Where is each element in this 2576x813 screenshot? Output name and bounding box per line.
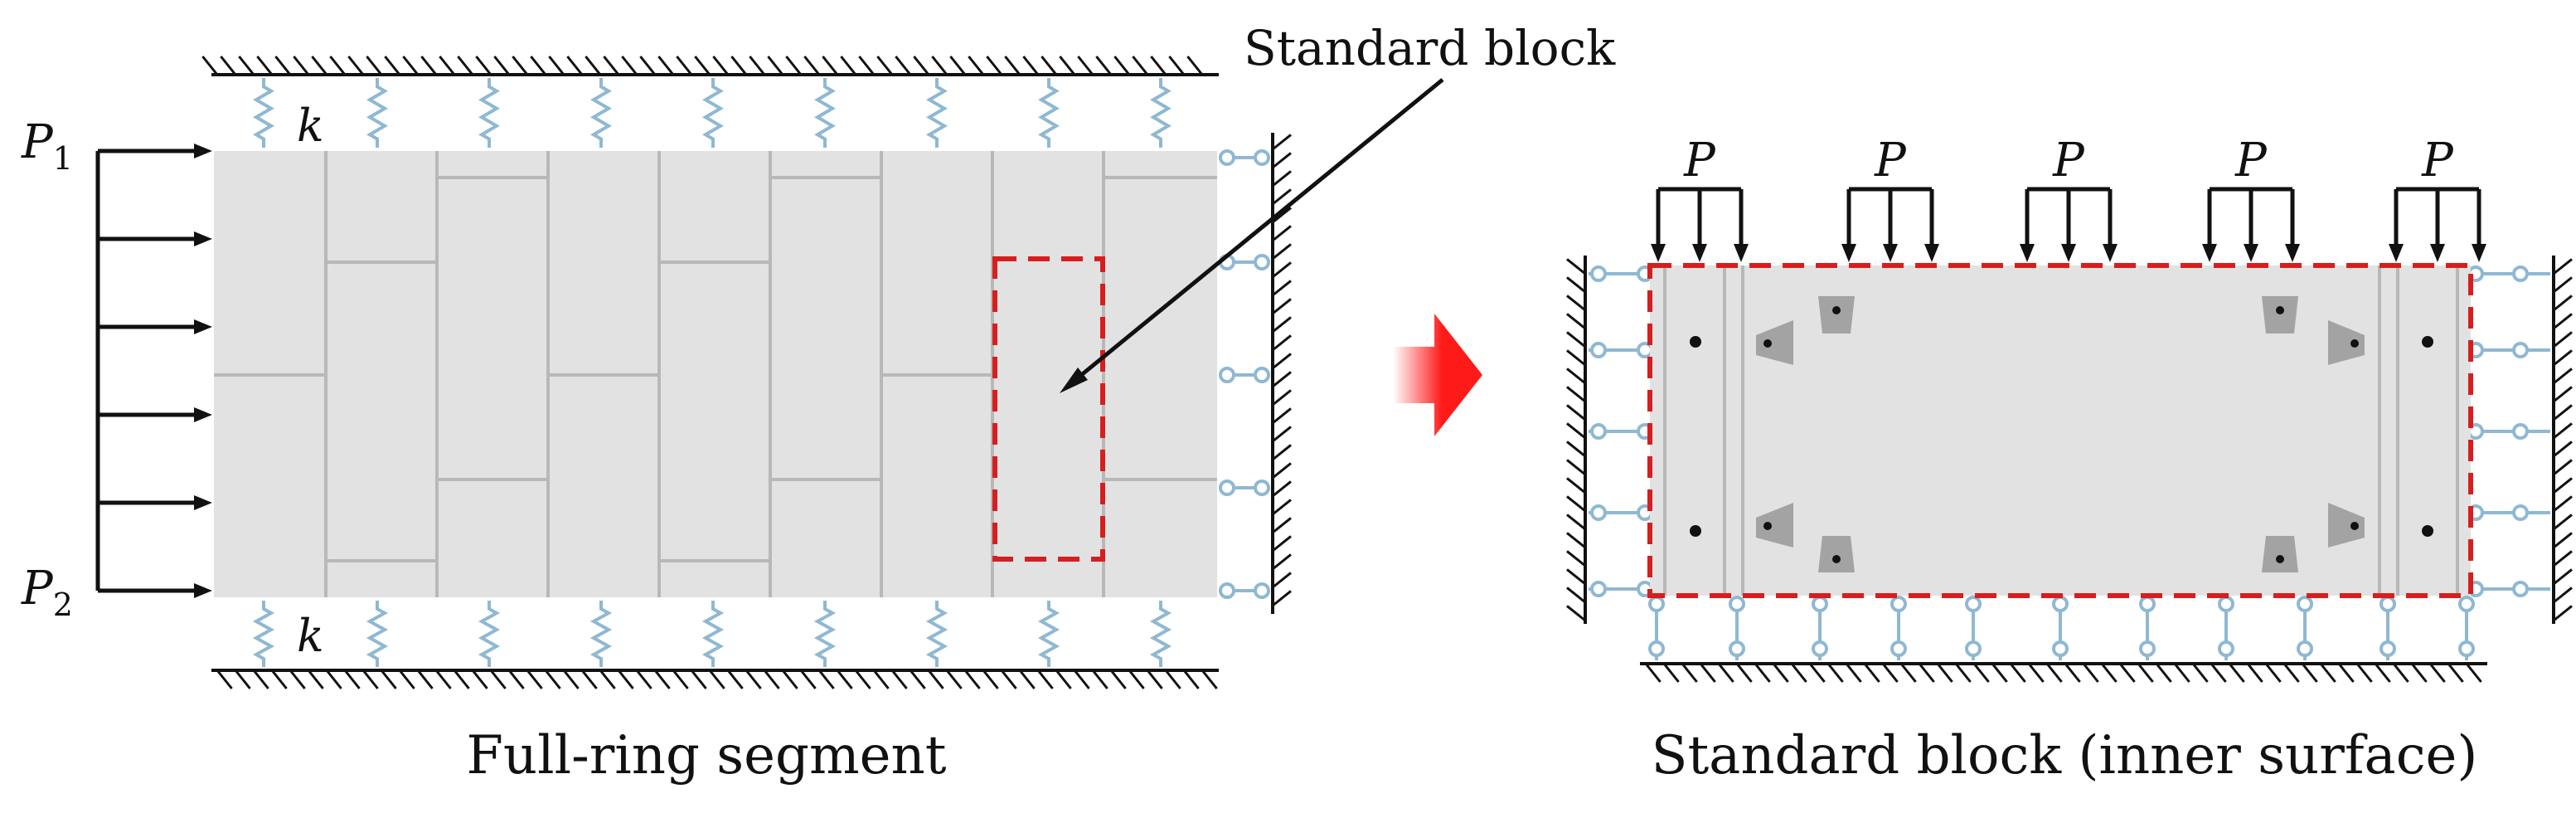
- standard-block-highlight: [992, 256, 1105, 562]
- block-edge-strips: [1663, 265, 2459, 596]
- bottom-spring-row: [252, 601, 1172, 667]
- bolt-pockets: [1756, 296, 2365, 572]
- load-p-label: P: [1874, 134, 1907, 187]
- ring-segment-body: [214, 151, 1217, 597]
- load-p-label: P: [1683, 134, 1716, 187]
- left-wall-support: [1566, 256, 1587, 624]
- right-wall-support: [1219, 133, 1292, 614]
- load-p1-label: P1: [21, 115, 73, 177]
- pressure-load-group-5: P: [2389, 134, 2486, 262]
- pressure-load-group-1: P: [1651, 134, 1749, 262]
- transition-arrow: [1393, 314, 1482, 436]
- pressure-load-group-4: P: [2202, 134, 2300, 262]
- top-spring-row: [253, 78, 1172, 148]
- pressure-load-group-3: P: [2020, 134, 2118, 262]
- spring-stiffness-bottom-label: k: [297, 610, 324, 662]
- bolt-pocket-top-right: [2262, 296, 2298, 333]
- bottom-ground-support: [211, 669, 1219, 689]
- standard-block-boundary: [1647, 263, 2473, 598]
- bottom-ground-support-block: [1640, 662, 2487, 683]
- standard-block-label: Standard block: [1244, 20, 1616, 76]
- standard-block-body: [1650, 265, 2471, 596]
- bolt-pocket-left-upper: [1756, 320, 1793, 365]
- standard-block-caption: Standard block (inner surface): [1652, 725, 2478, 786]
- distributed-load-arrows: [95, 144, 212, 598]
- bolt-pocket-top-left: [1818, 296, 1855, 333]
- load-p2-label: P2: [21, 562, 73, 623]
- top-ground-support: [201, 56, 1219, 76]
- bolt-pocket-right-lower: [2328, 503, 2365, 548]
- load-p-label: P: [2421, 134, 2454, 187]
- bolt-pocket-right-upper: [2328, 320, 2365, 365]
- spring-stiffness-top-label: k: [297, 100, 324, 152]
- load-p-label: P: [2052, 134, 2085, 187]
- load-p-label: P: [2234, 134, 2268, 187]
- bolt-holes: [1690, 306, 2433, 563]
- pressure-load-group-2: P: [1841, 134, 1939, 262]
- full-ring-caption: Full-ring segment: [467, 725, 947, 786]
- right-wall-support-block: [2552, 256, 2573, 624]
- full-ring-panel: P1 P2 k k Standard block Full-ring segme…: [21, 20, 1616, 786]
- standard-block-panel: P P P P P Standard block (inner surface): [1566, 134, 2573, 786]
- bolt-pocket-bottom-left: [1818, 536, 1855, 572]
- bolt-pocket-left-lower: [1756, 503, 1793, 548]
- bolt-pocket-bottom-right: [2262, 536, 2298, 572]
- standard-block-callout-arrow: [1060, 78, 1444, 393]
- segment-joints: [214, 151, 1217, 597]
